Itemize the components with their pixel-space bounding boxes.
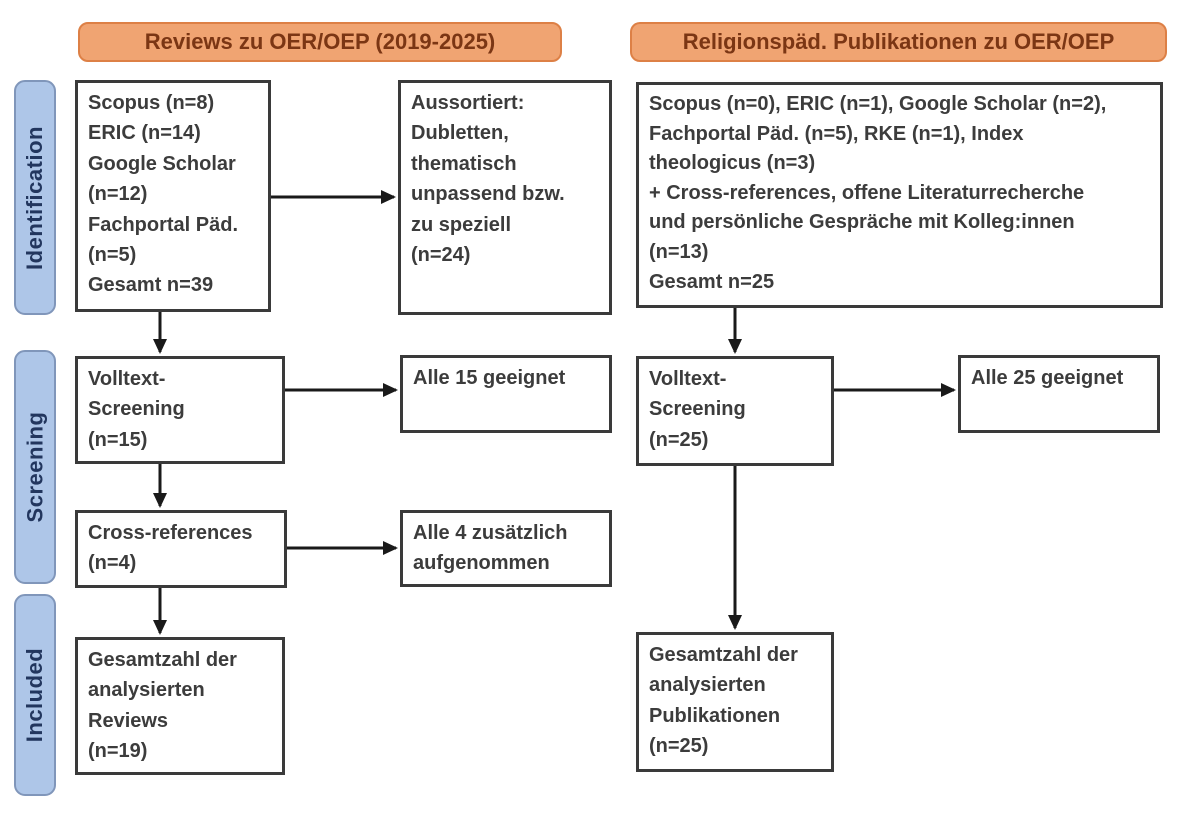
stage-label-identification: Identification [14, 80, 56, 315]
box-reviews-crossreferences: Cross-references (n=4) [75, 510, 287, 588]
box-publications-included-total: Gesamtzahl der analysierten Publikatione… [636, 632, 834, 772]
stage-label-identification-text: Identification [22, 125, 48, 270]
stage-label-included-text: Included [22, 647, 48, 743]
stage-label-screening-text: Screening [22, 411, 47, 523]
box-reviews-fulltext-screening: Volltext- Screening (n=15) [75, 356, 285, 464]
stage-label-screening: Screening [14, 350, 56, 584]
box-reviews-included-total: Gesamtzahl der analysierten Reviews (n=1… [75, 637, 285, 775]
column-header-religionspaed: Religionspäd. Publikationen zu OER/OEP [630, 22, 1167, 62]
box-publications-fulltext-result: Alle 25 geeignet [958, 355, 1160, 433]
column-header-reviews: Reviews zu OER/OEP (2019-2025) [78, 22, 562, 62]
box-publications-fulltext-screening: Volltext- Screening (n=25) [636, 356, 834, 466]
box-reviews-identification: Scopus (n=8) ERIC (n=14) Google Scholar … [75, 80, 271, 312]
box-publications-identification: Scopus (n=0), ERIC (n=1), Google Scholar… [636, 82, 1163, 308]
box-reviews-fulltext-result: Alle 15 geeignet [400, 355, 612, 433]
box-reviews-excluded: Aussortiert: Dubletten, thematisch unpas… [398, 80, 612, 315]
box-reviews-crossreferences-result: Alle 4 zusätzlich aufgenommen [400, 510, 612, 587]
stage-label-included: Included [14, 594, 56, 796]
